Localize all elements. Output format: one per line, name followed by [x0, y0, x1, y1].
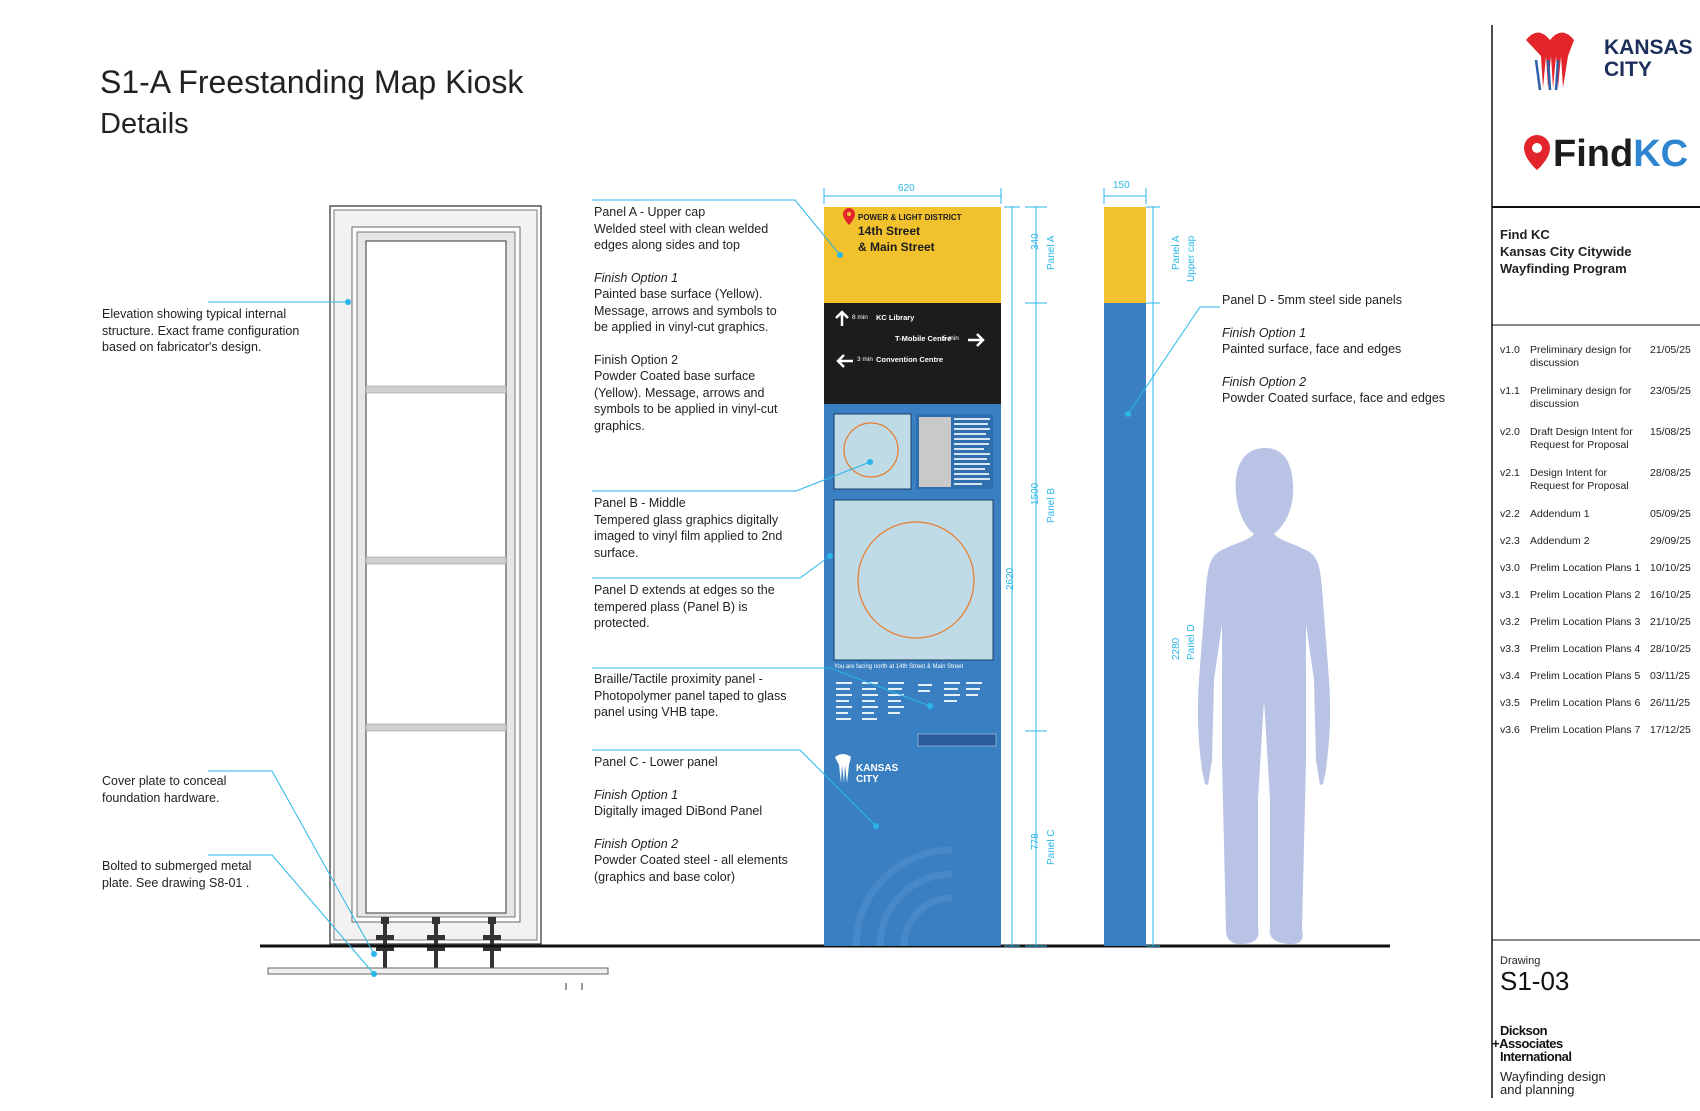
note-panel-b: Panel B - Middle Tempered glass graphics… [594, 495, 784, 561]
kiosk-facing-text: You are facing north at 14th Street & Ma… [834, 664, 964, 670]
dim-side-panel-d-label: Panel D [1186, 624, 1197, 660]
findkc-kc: KC [1633, 133, 1689, 175]
note-bolted: Bolted to submerged metal plate. See dra… [102, 859, 252, 890]
dim-panel-c-height: 778 [1030, 833, 1041, 850]
leader-lines [208, 199, 1220, 975]
dimension-lines [823, 188, 1160, 947]
dim-total-height: 2620 [1005, 567, 1016, 590]
firm-line2: +Associates [1492, 1036, 1563, 1051]
note-panel-d-opt2-title: Finish Option 2 [1222, 374, 1307, 389]
frame-elevation [267, 205, 609, 990]
findkc-pin-icon [1524, 135, 1550, 170]
kansas-city-logo-icon [1526, 32, 1574, 91]
logo-line1: KANSAS [1604, 36, 1693, 59]
note-panel-c-opt1-desc: Digitally imaged DiBond Panel [594, 804, 763, 818]
kiosk-brand: KANSAS CITY [856, 763, 899, 785]
note-cover-plate: Cover plate to conceal foundation hardwa… [102, 774, 227, 805]
firm-logo: Dickson +Associates International [1492, 1023, 1572, 1064]
note-panel-d: Panel D - 5mm steel side panels Finish O… [1222, 292, 1482, 407]
dim-side-panel-a-label: Panel A [1171, 235, 1182, 270]
dim-panel-a-height: 340 [1030, 233, 1041, 250]
note-panel-c: Panel C - Lower panel Finish Option 1 Di… [594, 754, 794, 885]
kiosk-district: POWER & LIGHT DISTRICT [858, 213, 962, 222]
firm-tag1: Wayfinding design [1500, 1069, 1606, 1084]
findkc-logo: FindKC [1553, 132, 1688, 176]
note-panel-c-opt1-title: Finish Option 1 [594, 787, 679, 802]
dim-panel-c-label: Panel C [1046, 829, 1057, 865]
note-panel-a-opt1-title: Finish Option 1 [594, 270, 679, 285]
kiosk-dir1-time: 8 min [852, 314, 868, 321]
note-panel-b-desc: Tempered glass graphics digitally imaged… [594, 512, 783, 560]
kiosk-dir1-dest: KC Library [876, 313, 915, 322]
kiosk-dir3-dest: Convention Centre [876, 355, 944, 364]
firm-line3: International [1500, 1049, 1572, 1064]
note-panel-a-opt2-desc: Powder Coated base surface (Yellow). Mes… [594, 369, 778, 433]
note-panel-d-extends: Panel D extends at edges so the tempered… [594, 583, 775, 630]
kiosk-dir2-time: 5 min [943, 335, 959, 342]
note-panel-c-opt2-title: Finish Option 2 [594, 836, 679, 851]
logo-line2: CITY [1604, 58, 1652, 81]
kiosk-street-line2: & Main Street [858, 240, 935, 254]
dim-side-panel-d-height: 2280 [1171, 637, 1182, 660]
note-panel-a-title: Panel A - Upper cap [594, 205, 706, 219]
note-panel-a-opt2-title: Finish Option 2 [594, 352, 679, 367]
note-panel-a: Panel A - Upper cap Welded steel with cl… [594, 204, 794, 434]
dim-side-panel-a-sub: Upper cap [1186, 235, 1197, 282]
leader-dots [345, 252, 1131, 977]
dim-panel-b-height: 1500 [1030, 482, 1041, 505]
note-panel-d-title: Panel D - 5mm steel side panels [1222, 293, 1402, 307]
note-panel-a-opt1-desc: Painted base surface (Yellow). Message, … [594, 287, 777, 334]
findkc-find: Find [1553, 133, 1634, 175]
note-panel-a-desc: Welded steel with clean welded edges alo… [594, 221, 769, 253]
titleblock-frame [1491, 25, 1700, 1098]
page-subtitle: Details [100, 108, 189, 140]
kiosk-dir2-dest: T-Mobile Centre [895, 334, 952, 343]
person-silhouette [1197, 448, 1331, 944]
note-panel-d-opt2-desc: Powder Coated surface, face and edges [1222, 391, 1446, 405]
page-title: S1-A Freestanding Map Kiosk [100, 64, 524, 100]
note-panel-d-opt1-title: Finish Option 1 [1222, 325, 1307, 340]
dim-width-side: 150 [1113, 180, 1130, 191]
project-line1: Find KC [1500, 227, 1550, 242]
note-braille: Braille/Tactile proximity panel - Photop… [594, 672, 787, 719]
project-line2: Kansas City Citywide [1500, 244, 1632, 259]
firm-tag2: and planning [1500, 1082, 1575, 1097]
kiosk-side [1104, 207, 1146, 946]
note-panel-d-opt1-desc: Painted surface, face and edges [1222, 342, 1402, 356]
kiosk-dir3-time: 3 min [857, 356, 873, 363]
kiosk-front [824, 207, 1001, 947]
dim-width-total: 620 [898, 183, 915, 194]
firm-tagline: Wayfinding design and planning [1500, 1070, 1606, 1096]
note-elevation: Elevation showing typical internal struc… [102, 307, 300, 354]
note-panel-c-title: Panel C - Lower panel [594, 755, 718, 769]
kiosk-street-line1: 14th Street [858, 224, 921, 238]
logo-kansas-city-text: KANSAS CITY [1604, 37, 1693, 81]
dim-panel-b-label: Panel B [1046, 487, 1057, 523]
note-panel-c-opt2-desc: Powder Coated steel - all elements (grap… [594, 853, 788, 884]
firm-line1: Dickson [1500, 1023, 1548, 1038]
drawing-label: Drawing [1500, 955, 1541, 967]
note-panel-b-title: Panel B - Middle [594, 496, 686, 510]
dim-panel-a-label: Panel A [1046, 235, 1057, 270]
project-info: Find KC Kansas City Citywide Wayfinding … [1500, 226, 1632, 277]
drawing-number: S1-03 [1500, 966, 1570, 996]
project-line3: Wayfinding Program [1500, 261, 1627, 276]
